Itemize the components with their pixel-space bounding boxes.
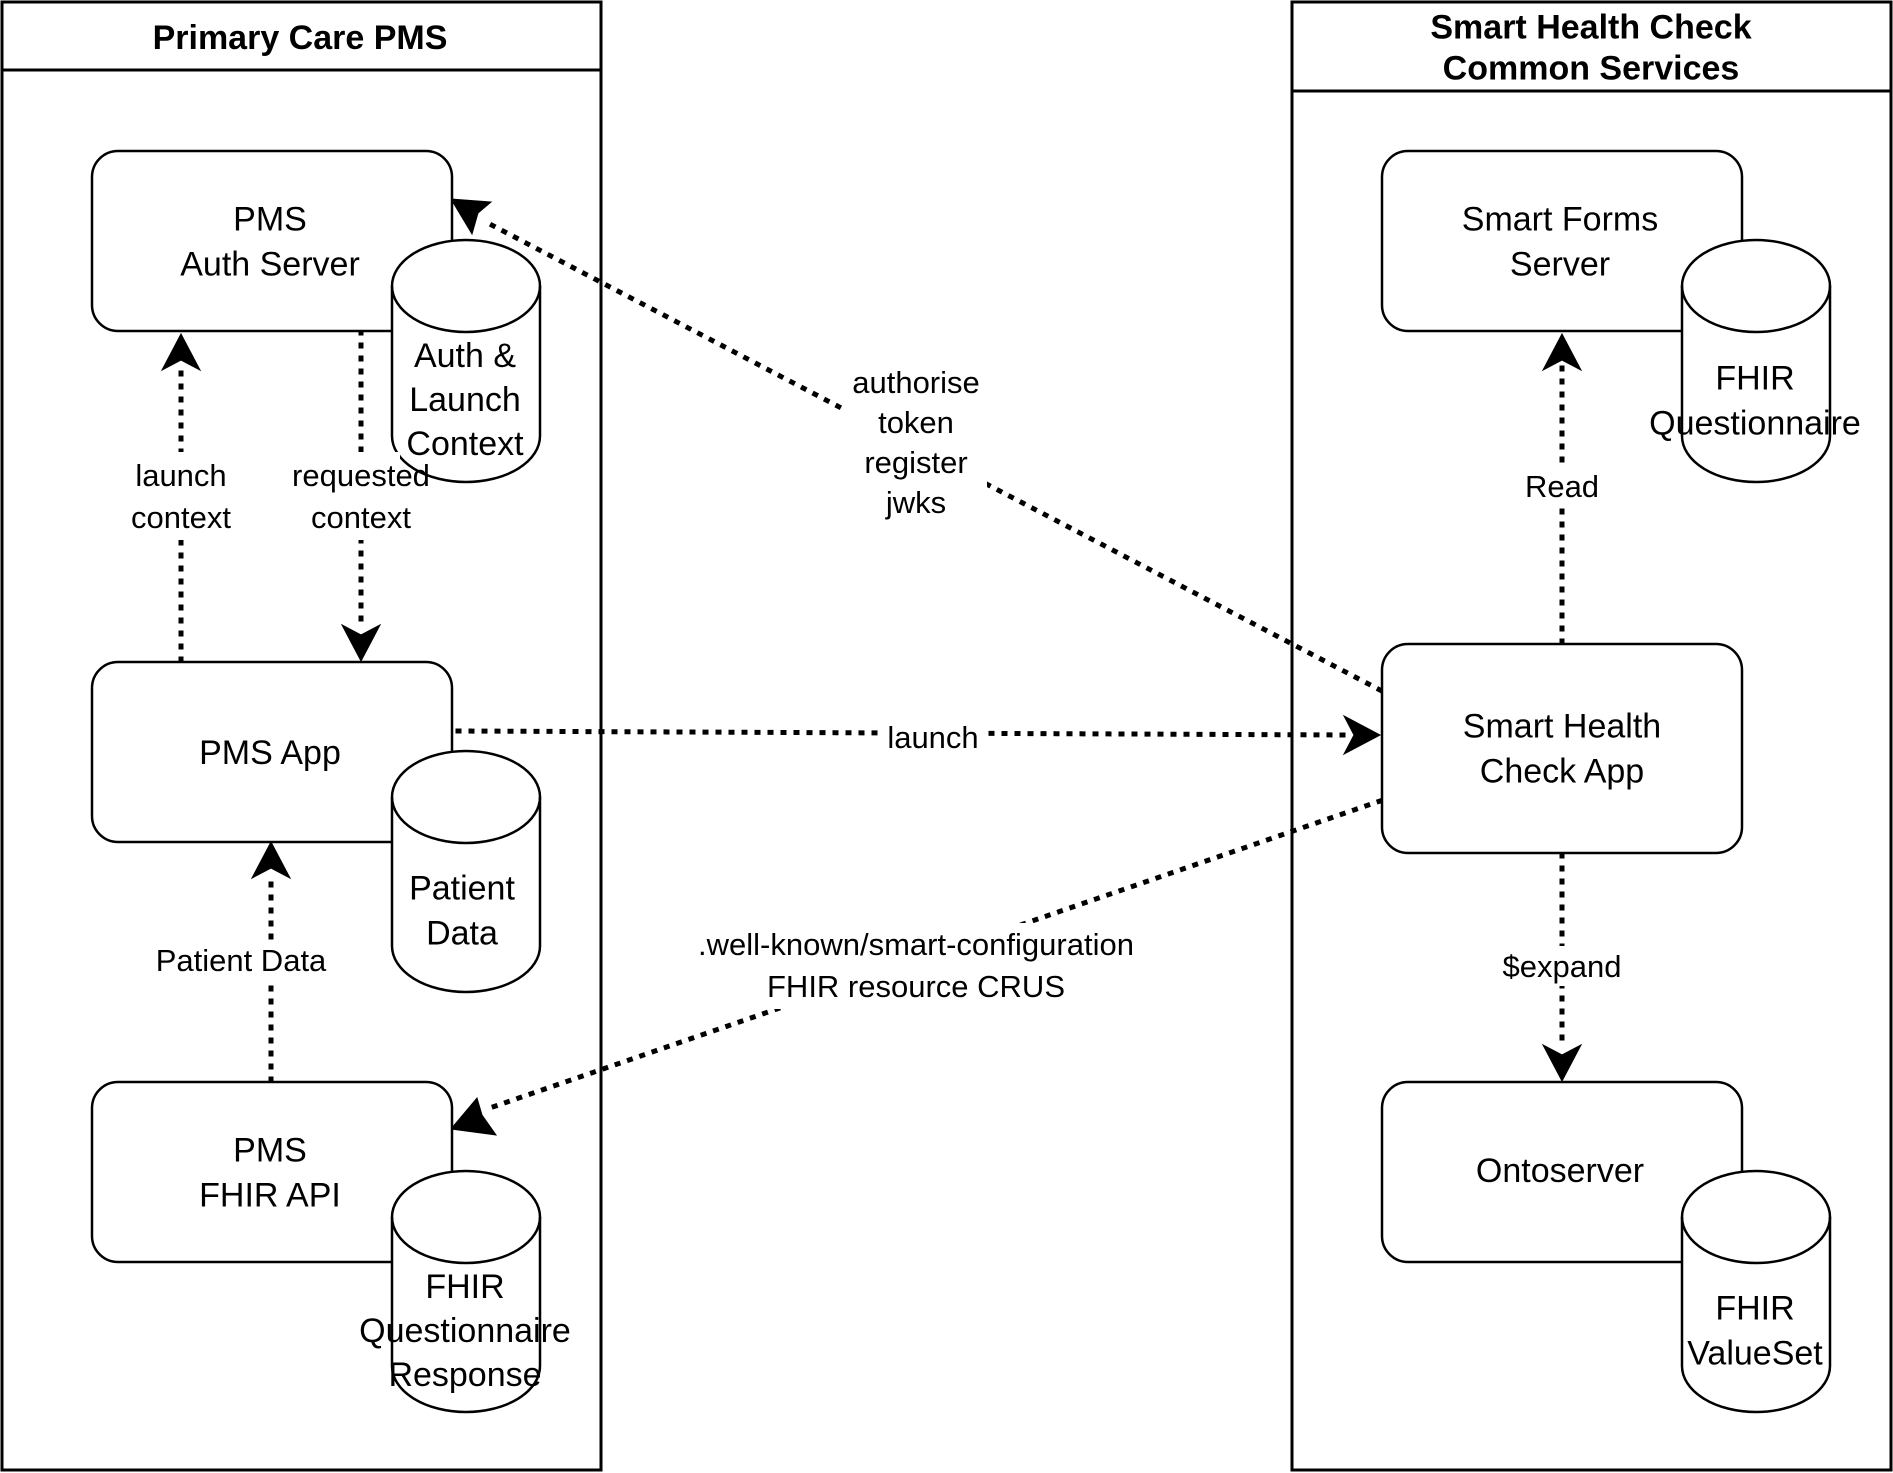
text-line: requested bbox=[292, 458, 430, 493]
text-line: Smart Forms bbox=[1462, 200, 1658, 238]
text-line: Server bbox=[1510, 245, 1610, 283]
text-line: Response bbox=[388, 1356, 541, 1394]
text-line: Smart Health Check bbox=[1430, 8, 1751, 46]
label-requested-context: requested context bbox=[292, 458, 430, 535]
text-line: Questionnaire bbox=[359, 1312, 571, 1350]
arrowhead-expand bbox=[1541, 1043, 1583, 1083]
label-patient-data: Patient Data bbox=[156, 943, 327, 978]
pms-app-label: PMS App bbox=[199, 734, 341, 772]
text-line: FHIR bbox=[425, 1268, 504, 1306]
text-line: Context bbox=[406, 425, 524, 463]
text-line: Data bbox=[426, 914, 498, 952]
text-line: FHIR bbox=[1715, 359, 1794, 397]
text-line: FHIR bbox=[1715, 1289, 1794, 1327]
text-line: launch bbox=[135, 458, 226, 493]
text-line: token bbox=[878, 405, 954, 440]
lane-primary-care-pms-title: Primary Care PMS bbox=[153, 19, 448, 57]
text-line: $expand bbox=[1503, 949, 1622, 984]
text-line: PMS App bbox=[199, 734, 341, 772]
text-line: FHIR API bbox=[199, 1176, 341, 1214]
text-line: .well-known/smart-configuration bbox=[698, 927, 1134, 962]
text-line: Patient bbox=[409, 869, 515, 907]
arrowhead-launch bbox=[1342, 714, 1382, 756]
arrowhead-read bbox=[1541, 332, 1583, 372]
arrowhead-patient-data bbox=[250, 840, 292, 880]
text-line: FHIR resource CRUS bbox=[767, 969, 1065, 1004]
text-line: Smart Health bbox=[1463, 707, 1661, 745]
cylinder-fhir-questionnaire: FHIR Questionnaire bbox=[1649, 238, 1861, 484]
pms-auth-server-label: PMS Auth Server bbox=[180, 200, 360, 283]
text-line: Patient Data bbox=[156, 943, 327, 978]
text-line: authorise bbox=[852, 365, 980, 400]
text-line: Questionnaire bbox=[1649, 404, 1861, 442]
text-line: Auth & bbox=[414, 337, 516, 375]
text-line: Common Services bbox=[1443, 49, 1740, 87]
node-pms-app: PMS App bbox=[90, 660, 454, 844]
text-line: ValueSet bbox=[1687, 1334, 1823, 1372]
text-line: jwks bbox=[885, 485, 946, 520]
node-pms-auth-server: PMS Auth Server bbox=[90, 149, 454, 333]
fhir-valueset-label: FHIR ValueSet bbox=[1687, 1289, 1823, 1372]
pms-fhir-api-label: PMS FHIR API bbox=[199, 1131, 341, 1214]
label-auth: authorise token register jwks bbox=[852, 365, 980, 520]
text-line: Read bbox=[1525, 469, 1599, 504]
text-line: context bbox=[311, 500, 411, 535]
arrowhead-wellknown bbox=[450, 1096, 498, 1136]
cylinder-fhir-valueset: FHIR ValueSet bbox=[1680, 1169, 1832, 1414]
label-read: Read bbox=[1525, 469, 1599, 504]
text-line: PMS bbox=[233, 200, 307, 238]
node-pms-fhir-api: PMS FHIR API bbox=[90, 1080, 454, 1264]
node-ontoserver: Ontoserver bbox=[1380, 1080, 1744, 1264]
edge-wellknown bbox=[480, 797, 1384, 1114]
arrowhead-requested-context bbox=[340, 623, 382, 663]
text-line: Auth Server bbox=[180, 245, 360, 283]
arrowhead-launch-context bbox=[160, 332, 202, 372]
label-launch-context: launch context bbox=[131, 458, 231, 535]
fhir-questionnaire-label: FHIR Questionnaire bbox=[1649, 359, 1861, 442]
ontoserver-label: Ontoserver bbox=[1476, 1152, 1644, 1190]
text-line: register bbox=[864, 445, 967, 480]
text-line: Ontoserver bbox=[1476, 1152, 1644, 1190]
text-line: launch bbox=[887, 720, 978, 755]
text-line: Primary Care PMS bbox=[153, 19, 448, 57]
label-launch: launch bbox=[887, 720, 978, 755]
text-line: Check App bbox=[1480, 752, 1644, 790]
text-line: PMS bbox=[233, 1131, 307, 1169]
text-line: Launch bbox=[409, 381, 521, 419]
edge-labels: launch context requested context Patient D… bbox=[120, 362, 1631, 1009]
arrowhead-auth bbox=[450, 198, 493, 236]
text-line: context bbox=[131, 500, 231, 535]
label-expand: $expand bbox=[1503, 949, 1622, 984]
